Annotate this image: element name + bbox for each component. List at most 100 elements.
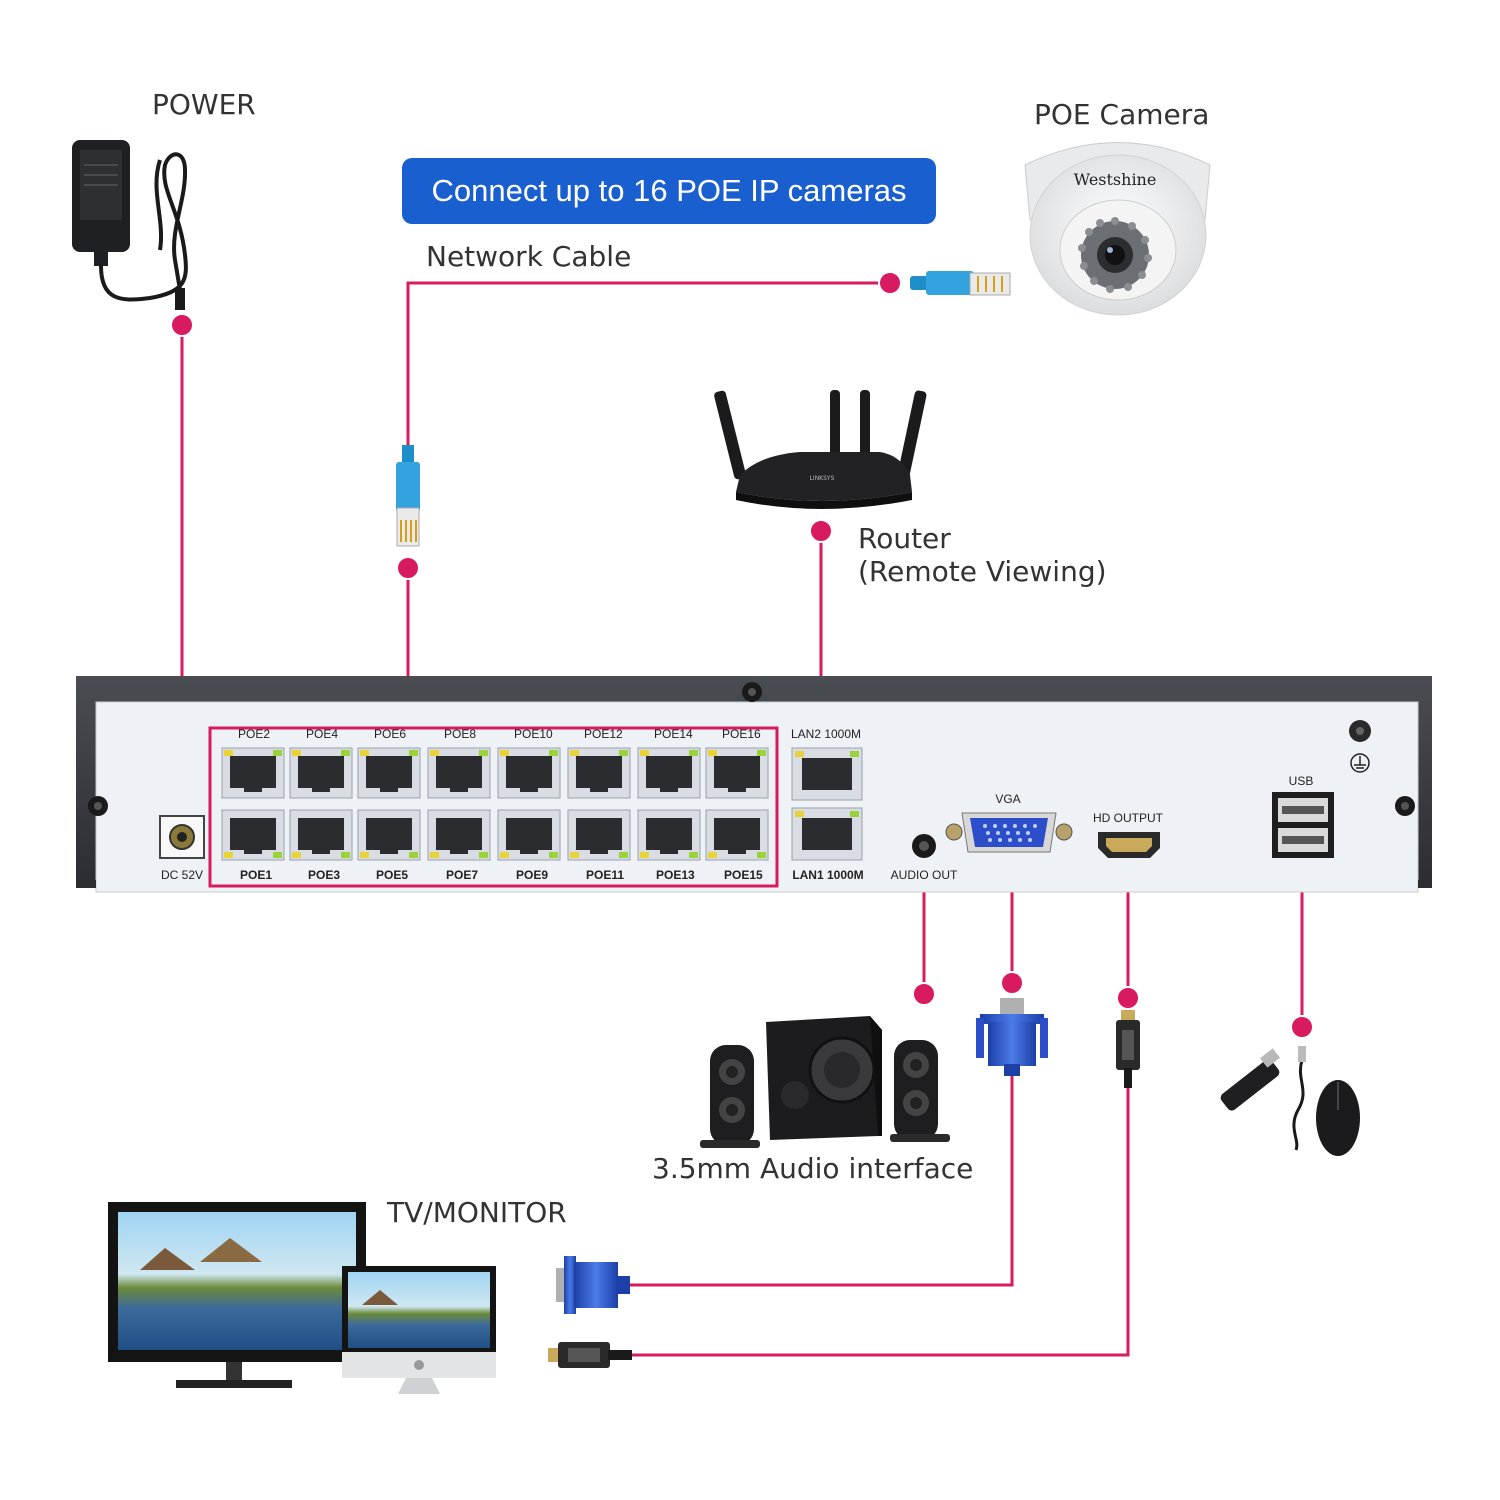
- lan-port-stack: [791, 747, 863, 861]
- dot-audio-device: [912, 982, 936, 1006]
- router-brand: LINKSYS: [810, 475, 835, 482]
- vga-monitor-plug-icon: [556, 1256, 630, 1314]
- port-led: [689, 750, 698, 756]
- poe-bottom-label: POE11: [586, 868, 624, 882]
- poe-bottom-label: POE1: [240, 868, 272, 882]
- poe-top-label: POE14: [654, 727, 693, 741]
- lan2-port: [791, 747, 863, 801]
- usb-label: USB: [1289, 774, 1314, 788]
- port-led: [430, 852, 439, 858]
- usb-ports: [1272, 792, 1334, 858]
- port-led: [224, 852, 233, 858]
- rj45-network-plug-icon: [396, 445, 420, 547]
- poe-top-label: POE6: [374, 727, 406, 741]
- lan1-port: [791, 807, 863, 861]
- port-led: [619, 750, 628, 756]
- dot-power-top: [170, 313, 194, 337]
- poe-port-poe12: [567, 747, 631, 799]
- hdmi-monitor-plug-icon: [548, 1342, 632, 1368]
- port-led: [708, 750, 717, 756]
- port-led: [500, 852, 509, 858]
- port-led: [689, 852, 698, 858]
- tv-monitor-label: TV/MONITOR: [387, 1196, 567, 1229]
- port-led: [795, 811, 804, 817]
- port-led: [640, 852, 649, 858]
- poe-top-label: POE16: [722, 727, 761, 741]
- poe-port-poe16: [705, 747, 769, 799]
- poe-port-poe1: [221, 809, 285, 861]
- poe-port-poe8: [427, 747, 491, 799]
- port-led: [341, 750, 350, 756]
- poe-top-label: POE4: [306, 727, 338, 741]
- port-led: [224, 750, 233, 756]
- poe-port-poe4: [289, 747, 353, 799]
- port-led: [549, 750, 558, 756]
- port-led: [640, 750, 649, 756]
- poe-port-poe15: [705, 809, 769, 861]
- power-adapter-icon: [72, 140, 188, 310]
- hdmi-plug-icon: [1116, 1010, 1140, 1088]
- poe-port-poe7: [427, 809, 491, 861]
- poe-bottom-label: POE15: [724, 868, 763, 882]
- poe-port-poe3: [289, 809, 353, 861]
- router-label: Router: [858, 522, 951, 555]
- port-led: [570, 852, 579, 858]
- port-led: [273, 852, 282, 858]
- dot-poe-cable: [396, 556, 420, 580]
- port-led: [795, 751, 804, 757]
- poe-port-grid: [221, 747, 769, 861]
- port-led: [500, 750, 509, 756]
- vga-monitor-cable: [630, 1075, 1014, 1287]
- port-led: [409, 852, 418, 858]
- poe-port-poe11: [567, 809, 631, 861]
- poe-top-label: POE10: [514, 727, 553, 741]
- network-cable: [406, 281, 890, 460]
- lan1-label: LAN1 1000M: [792, 868, 863, 882]
- dc-label: DC 52V: [161, 868, 203, 882]
- hd-output-port: [1098, 832, 1160, 858]
- dot-hd-plug: [1116, 986, 1140, 1010]
- vga-plug-icon: [976, 998, 1048, 1076]
- lan2-label: LAN2 1000M: [791, 727, 861, 741]
- dot-vga-plug: [1000, 971, 1024, 995]
- poe-port-poe6: [357, 747, 421, 799]
- port-led: [292, 852, 301, 858]
- dot-usb-device: [1290, 1015, 1314, 1039]
- monitor-icon: [342, 1266, 496, 1394]
- dot-router: [809, 519, 833, 543]
- poe-port-poe5: [357, 809, 421, 861]
- port-led: [708, 852, 717, 858]
- hd-monitor-cable: [630, 1085, 1130, 1357]
- poe-camera-label: POE Camera: [1034, 98, 1210, 131]
- port-led: [341, 852, 350, 858]
- hd-output-label: HD OUTPUT: [1093, 811, 1164, 825]
- connection-dots: [170, 271, 1314, 1039]
- port-led: [479, 750, 488, 756]
- port-led: [430, 750, 439, 756]
- port-led: [273, 750, 282, 756]
- network-cable-label: Network Cable: [426, 240, 632, 273]
- nvr-back-panel: [76, 676, 1432, 893]
- poe-camera-icon: [1024, 142, 1211, 316]
- usb-stick-icon: [1220, 1048, 1280, 1111]
- camera-brand: Westshine: [1074, 170, 1157, 189]
- tv-icon: [108, 1202, 366, 1388]
- port-led: [549, 852, 558, 858]
- poe-bottom-label: POE3: [308, 868, 340, 882]
- port-led: [757, 852, 766, 858]
- poe-bottom-label: POE9: [516, 868, 548, 882]
- port-led: [360, 750, 369, 756]
- poe-port-poe13: [637, 809, 701, 861]
- port-led: [619, 852, 628, 858]
- poe-bottom-label: POE13: [656, 868, 695, 882]
- router-icon: [714, 390, 927, 509]
- mouse-icon: [1292, 1046, 1360, 1156]
- vga-label: VGA: [995, 792, 1020, 806]
- poe-top-label: POE2: [238, 727, 270, 741]
- port-led: [850, 751, 859, 757]
- poe-port-poe10: [497, 747, 561, 799]
- port-led: [360, 852, 369, 858]
